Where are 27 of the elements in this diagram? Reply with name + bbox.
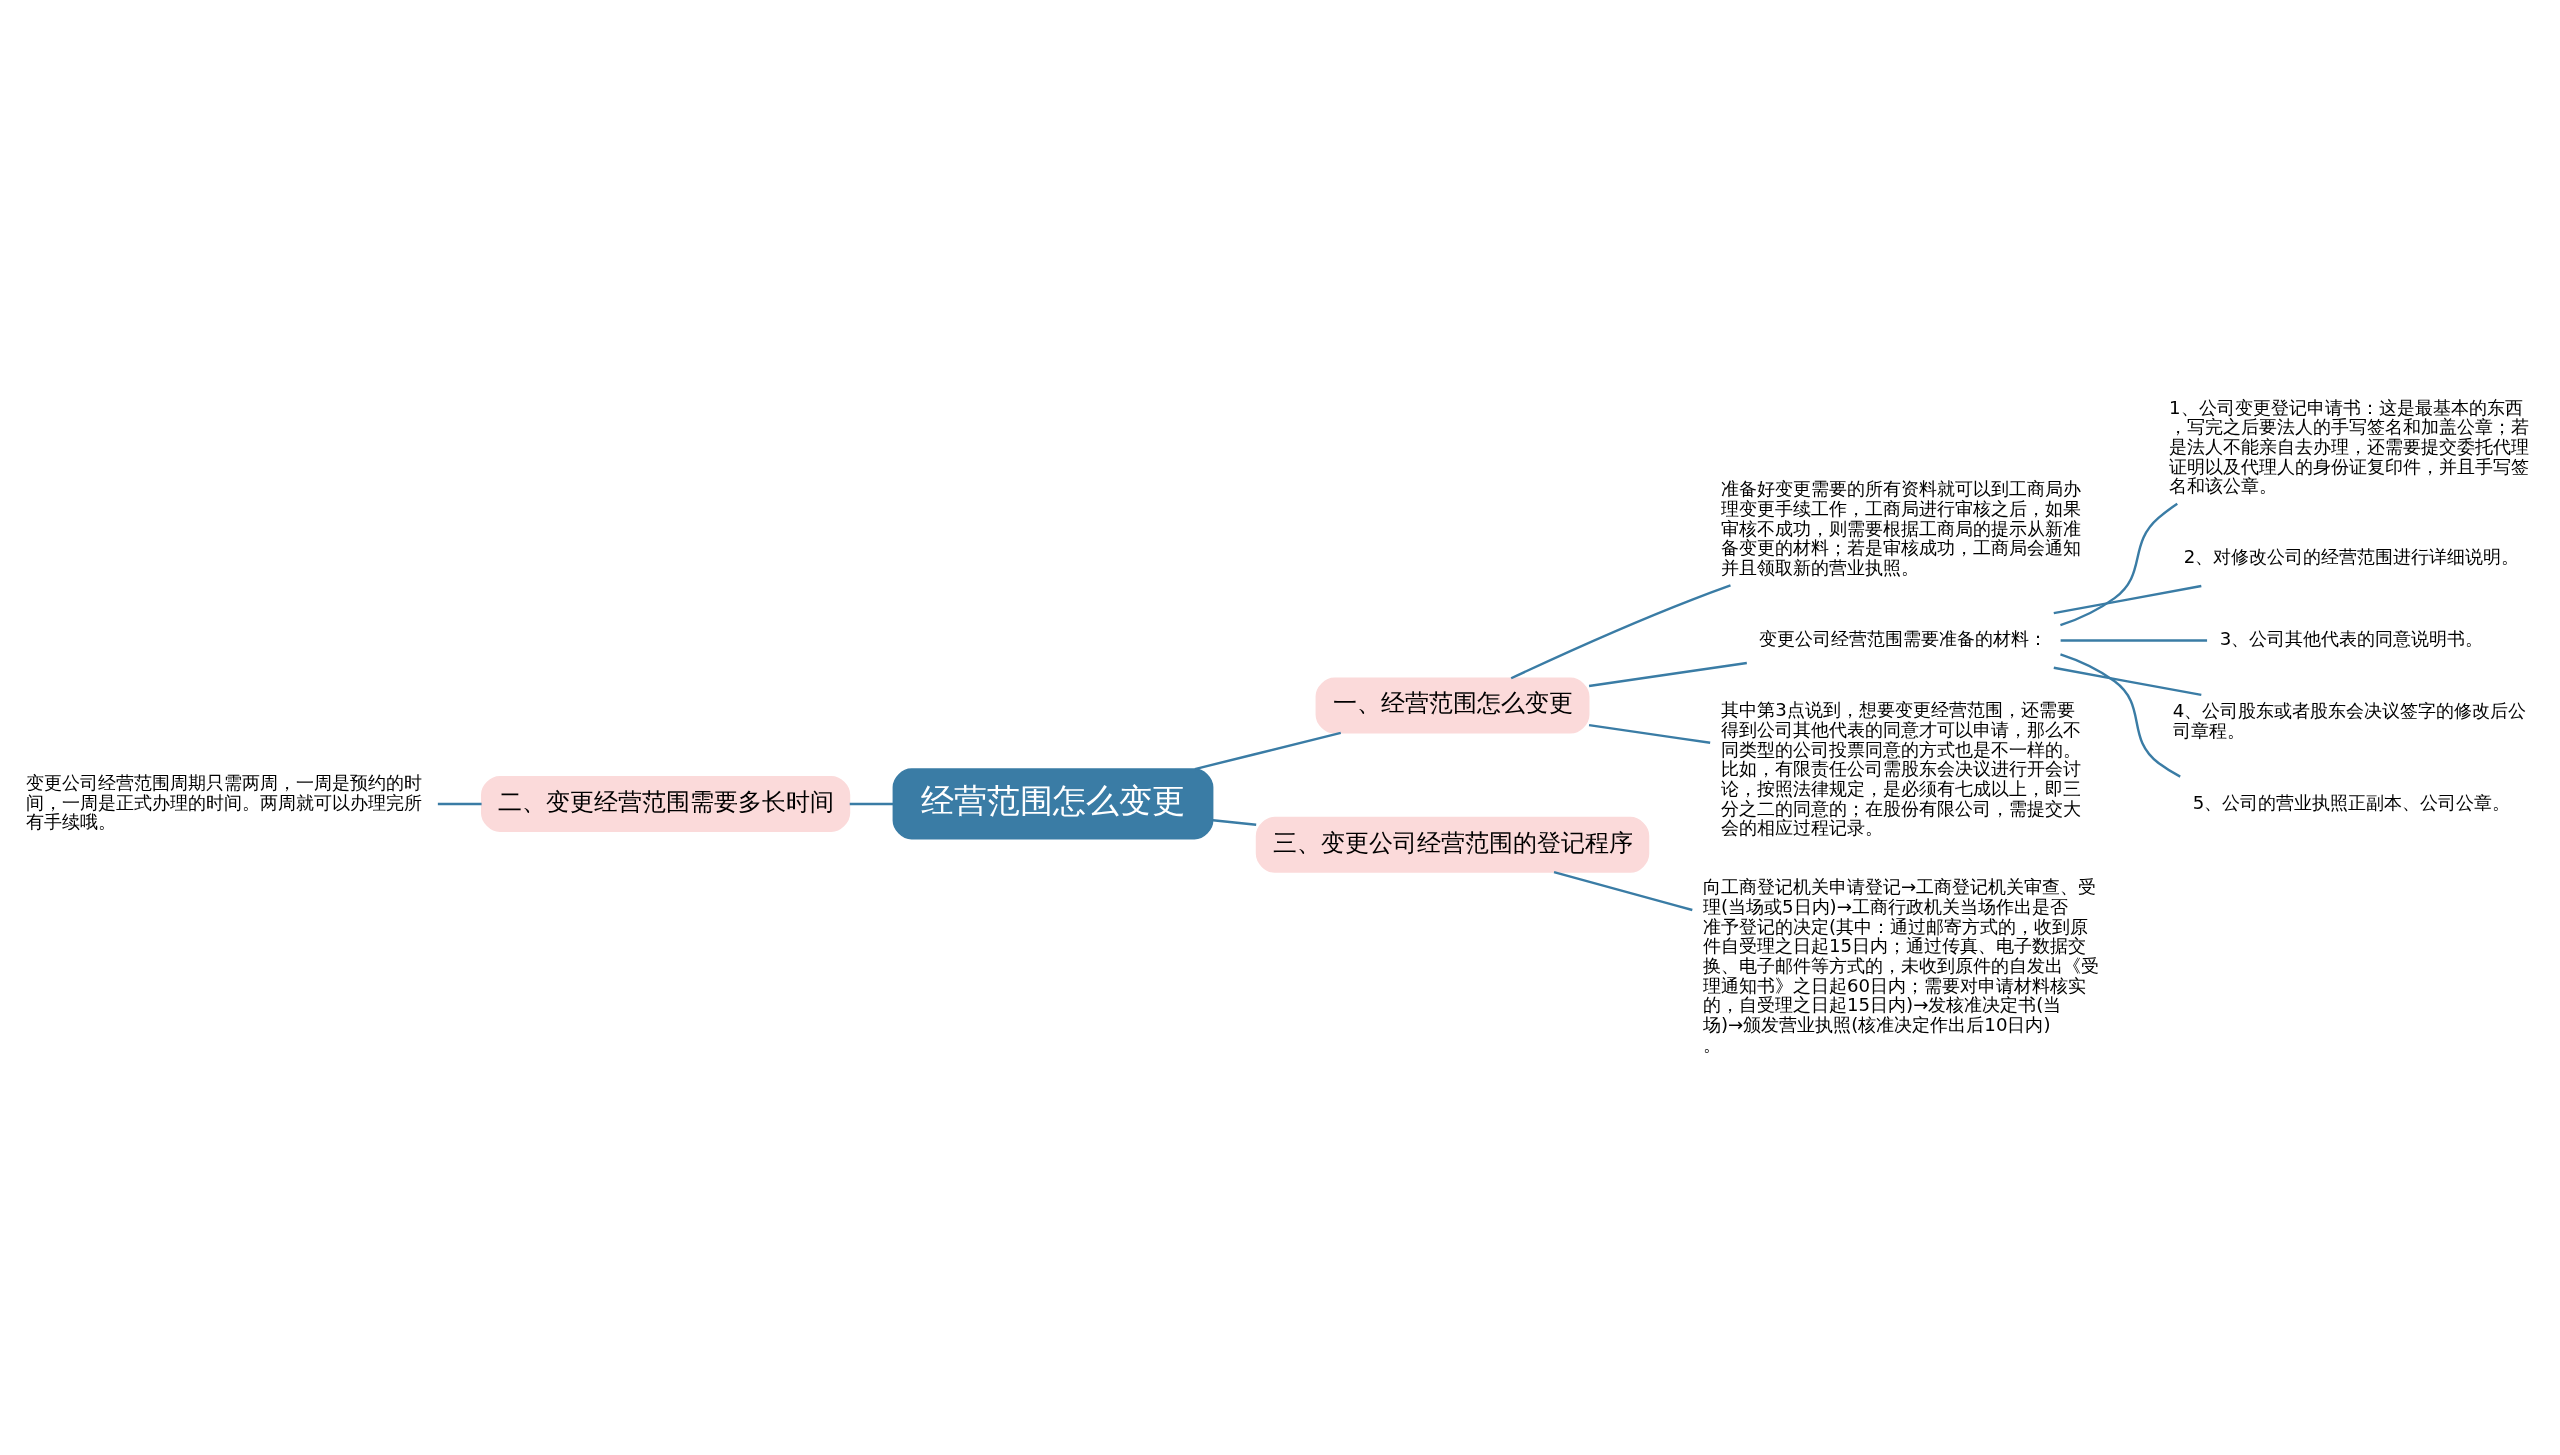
node-box: 二、变更经营范围需要多长时间 — [480, 775, 851, 832]
connector — [2060, 653, 2181, 778]
node-text: 其中第3点说到，想要变更经营范围，还需要得到公司其他代表的同意才可以申请，那么不同类型的公司投票同意的方式也是不一样的。比如，有限责任公司需股东会决议进行开会讨论，按照法律规定，是必须有七成以上，即三分之二的同意的；在股份有限公司，需提交大会的相应过程记录。 — [1721, 699, 2082, 839]
connector — [2053, 584, 2202, 615]
node-text: 变更公司经营范围周期只需两周，一周是预约的时间，一周是正式办理的时间。两周就可以办理完所有手续哦。 — [26, 771, 423, 833]
node-text: 变更公司经营范围需要准备的材料： — [1759, 628, 2048, 650]
connector — [1588, 723, 1711, 744]
connector — [2060, 502, 2178, 627]
node-text: 准备好变更需要的所有资料就可以到工商局办理变更手续工作，工商局进行审核之后，如果审核不成功，则需要根据工商局的提示从新准备变更的材料；若是审核成功，工商局会通知并且领取新的营业执照。 — [1721, 478, 2082, 579]
node-text: 4、公司股东或者股东会决议签字的修改后公司章程。 — [2172, 700, 2527, 741]
node-text: 2、对修改公司的经营范围进行详细说明。 — [2183, 546, 2520, 568]
connector — [437, 802, 482, 806]
connector — [2060, 639, 2208, 642]
node-text: 5、公司的营业执照正副本、公司公章。 — [2192, 791, 2511, 813]
node-text: 向工商登记机关申请登记→工商登记机关审查、受理(当场或5日内)→工商行政机关当场作出是否准予登记的决定(其中：通过邮寄方式的，收到原件自受理之日起15日内；通过传真、电子数据交换、电子邮件等方式的，未收到原件的自发出《受理通知书》之日起60日内；需要对申请材料核实的，自受理之日起15日内)→发核准决定书(当场)→颁发营业执照(核准决定作出后10日内)。 — [1702, 876, 2099, 1055]
connector — [1194, 731, 1342, 771]
connector — [2053, 666, 2202, 697]
connector — [849, 802, 894, 806]
node-box: 一、经营范围怎么变更 — [1315, 677, 1590, 734]
node-text: 3、公司其他代表的同意说明书。 — [2219, 628, 2484, 650]
connector — [1212, 819, 1257, 826]
connector — [1510, 584, 1731, 680]
node-box: 经营范围怎么变更 — [892, 768, 1214, 840]
node-box: 三、变更公司经营范围的登记程序 — [1255, 816, 1650, 873]
connector — [1553, 870, 1693, 912]
connector — [1588, 661, 1747, 688]
node-text: 1、公司变更登记申请书：这是最基本的东西，写完之后要法人的手写签名和加盖公章；若是法人不能亲自去办理，还需要提交委托代理证明以及代理人的身份证复印件，并且手写签名和该公章。 — [2169, 396, 2530, 497]
